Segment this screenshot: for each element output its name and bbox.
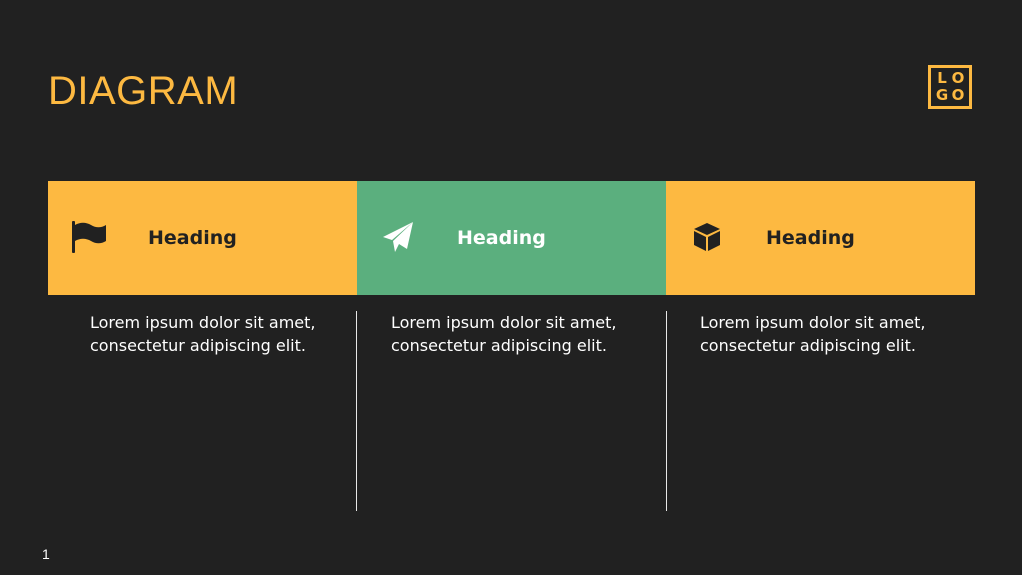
logo-letter: O (951, 69, 965, 87)
column-2-header-band: Heading (357, 181, 666, 295)
description-line: consectetur adipiscing elit. (700, 336, 916, 355)
column-2-heading: Heading (457, 227, 546, 249)
page-number: 1 (42, 546, 50, 562)
paper-plane-icon (379, 219, 417, 255)
description-line: Lorem ipsum dolor sit amet, (391, 313, 617, 332)
logo: L O G O (928, 65, 972, 109)
column-1-description: Lorem ipsum dolor sit amet, consectetur … (90, 311, 330, 357)
logo-letter: O (951, 86, 965, 104)
description-line: Lorem ipsum dolor sit amet, (700, 313, 926, 332)
description-line: consectetur adipiscing elit. (90, 336, 306, 355)
slide-title: DIAGRAM (48, 69, 239, 113)
cube-icon (688, 219, 726, 255)
column-1-header-band: Heading (48, 181, 357, 295)
description-line: Lorem ipsum dolor sit amet, (90, 313, 316, 332)
column-divider (356, 311, 357, 511)
column-3-header-band: Heading (666, 181, 975, 295)
column-1-heading: Heading (148, 227, 237, 249)
logo-letter: G (935, 86, 949, 104)
column-2-description: Lorem ipsum dolor sit amet, consectetur … (391, 311, 631, 357)
column-divider (666, 311, 667, 511)
column-3-heading: Heading (766, 227, 855, 249)
column-3-description: Lorem ipsum dolor sit amet, consectetur … (700, 311, 940, 357)
logo-letter: L (937, 69, 947, 87)
description-line: consectetur adipiscing elit. (391, 336, 607, 355)
flag-icon (70, 219, 108, 255)
